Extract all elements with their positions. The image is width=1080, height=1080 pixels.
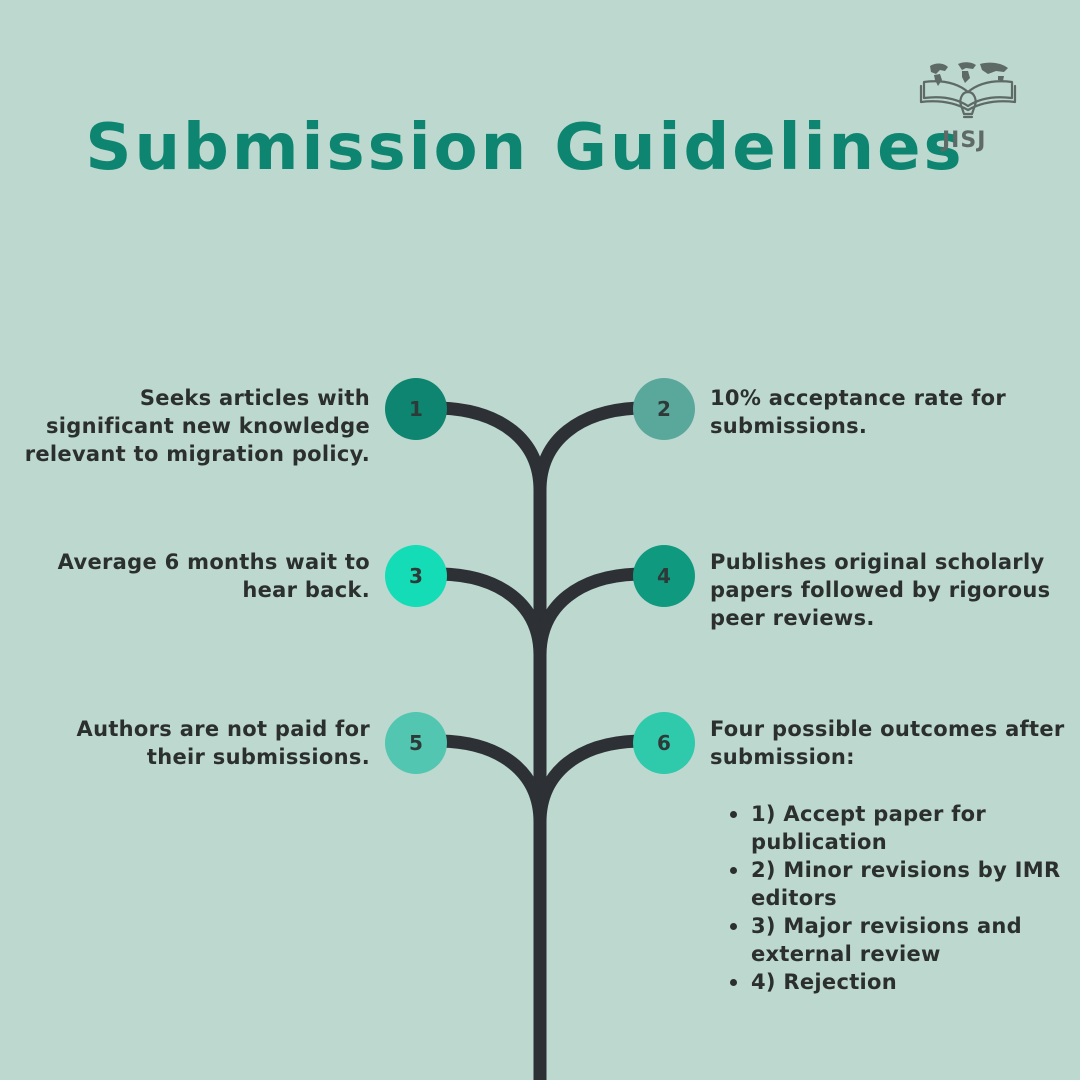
text-line: Four possible outcomes after (710, 717, 1065, 741)
bullet-icon (730, 867, 737, 874)
step-number: 1 (409, 397, 423, 421)
page-title: Submission Guidelines (85, 111, 965, 185)
branch-5 (439, 734, 547, 823)
text-line: submission: (710, 745, 855, 769)
step-badge-2: 2 (633, 378, 695, 440)
text-line: papers followed by rigorous (710, 578, 1051, 602)
text-line: Authors are not paid for (76, 717, 370, 741)
text-line: Average 6 months wait to (57, 550, 370, 574)
text-line: peer reviews. (710, 606, 875, 630)
text-line: publication (751, 830, 887, 854)
text-line: Publishes original scholarly (710, 550, 1045, 574)
guideline-text-4: Publishes original scholarly papers foll… (710, 548, 1070, 632)
text-line: 1) Accept paper for (751, 802, 987, 826)
step-number: 6 (657, 731, 671, 755)
text-line: 3) Major revisions and (751, 914, 1023, 938)
guideline-text-5: Authors are not paid for their submissio… (20, 715, 370, 771)
text-line: submissions. (710, 414, 868, 438)
list-item: 1) Accept paper for publication (728, 800, 1073, 856)
step-number: 5 (409, 731, 423, 755)
guideline-text-1: Seeks articles with significant new know… (20, 384, 370, 468)
step-number: 4 (657, 564, 671, 588)
bullet-icon (730, 923, 737, 930)
branch-2 (533, 401, 641, 491)
logo-text: JISJ (942, 128, 987, 153)
step-badge-1: 1 (385, 378, 447, 440)
text-line: external review (751, 942, 941, 966)
text-line: 2) Minor revisions by IMR (751, 858, 1061, 882)
branch-1 (439, 401, 547, 491)
guideline-text-2: 10% acceptance rate for submissions. (710, 384, 1070, 440)
text-line: hear back. (242, 578, 370, 602)
text-line: relevant to migration policy. (24, 442, 370, 466)
step-badge-5: 5 (385, 712, 447, 774)
bullet-icon (730, 811, 737, 818)
guideline-text-6: Four possible outcomes after submission: (710, 715, 1075, 771)
list-item: 2) Minor revisions by IMR editors (728, 856, 1073, 912)
branch-4 (533, 567, 641, 656)
branch-3 (439, 567, 547, 656)
step-number: 2 (657, 397, 671, 421)
step-badge-6: 6 (633, 712, 695, 774)
guideline-text-3: Average 6 months wait to hear back. (20, 548, 370, 604)
text-line: 10% acceptance rate for (710, 386, 1007, 410)
outcomes-list: 1) Accept paper for publication 2) Minor… (728, 800, 1073, 996)
step-badge-4: 4 (633, 545, 695, 607)
text-line: editors (751, 886, 837, 910)
text-line: Seeks articles with (139, 386, 370, 410)
step-badge-3: 3 (385, 545, 447, 607)
list-item: 3) Major revisions and external review (728, 912, 1073, 968)
text-line: 4) Rejection (751, 970, 898, 994)
text-line: their submissions. (146, 745, 370, 769)
list-item: 4) Rejection (728, 968, 1073, 996)
open-book-globe-icon (919, 62, 1017, 119)
step-number: 3 (409, 564, 423, 588)
branch-6 (533, 734, 641, 823)
bullet-icon (730, 979, 737, 986)
text-line: significant new knowledge (45, 414, 370, 438)
